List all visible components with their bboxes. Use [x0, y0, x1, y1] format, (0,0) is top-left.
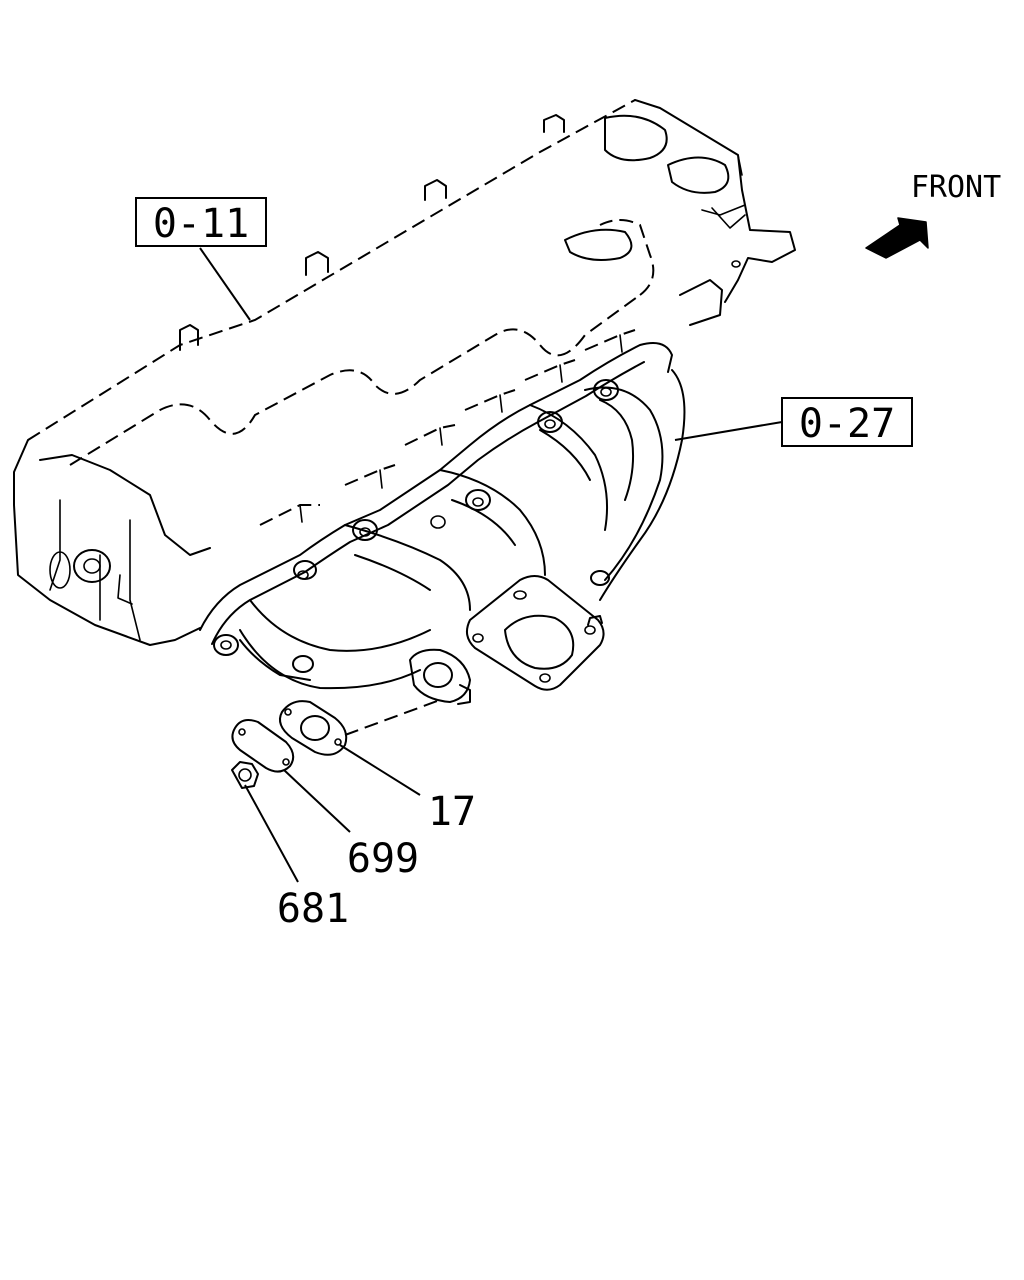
- front-arrow-icon: [865, 217, 929, 259]
- flange-bolt-icon: [213, 634, 239, 656]
- leader-17: [339, 744, 421, 796]
- flange-bolt-icon: [593, 379, 619, 401]
- reference-label-exhaust-manifold[interactable]: 0-27: [781, 397, 913, 447]
- reference-label-text: 0-11: [153, 201, 249, 247]
- nut-681-icon: [231, 761, 259, 789]
- part-number-681[interactable]: 681: [277, 886, 349, 932]
- flange-bolt-icon: [465, 489, 491, 511]
- flange-bolt-icon: [352, 519, 378, 541]
- flange-bolt-icon: [537, 411, 563, 433]
- leader-0-11: [199, 247, 251, 321]
- leader-681: [244, 784, 299, 883]
- leader-699: [283, 769, 351, 833]
- leader-0-27: [674, 421, 783, 441]
- part-number-17[interactable]: 17: [428, 789, 476, 835]
- exhaust-manifold-drawing: [199, 342, 686, 705]
- plate-699-drawing: [231, 719, 295, 773]
- reference-label-text: 0-27: [799, 401, 895, 447]
- part-number-699[interactable]: 699: [347, 836, 419, 882]
- front-direction-label: FRONT: [911, 170, 1001, 205]
- reference-label-cylinder-head[interactable]: 0-11: [135, 197, 267, 247]
- cylinder-head-drawing: [13, 99, 796, 646]
- gasket-17-drawing: [279, 700, 348, 756]
- flange-bolt-icon: [293, 560, 317, 580]
- assembly-line: [344, 699, 441, 736]
